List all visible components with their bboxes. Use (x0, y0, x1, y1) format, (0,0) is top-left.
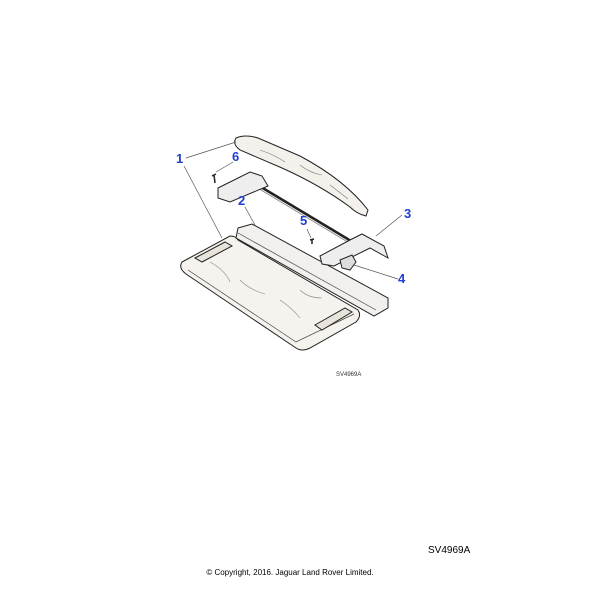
leader-line-5 (306, 228, 312, 239)
leader-line-2 (244, 206, 256, 226)
leader-lines (183, 141, 403, 280)
leader-line-6 (215, 161, 234, 173)
screw-5 (309, 238, 315, 244)
callout-3: 3 (404, 206, 412, 221)
top-wood-trim (234, 135, 369, 217)
footer-reference: SV4969A (428, 545, 471, 556)
lid-hinge-mounts (193, 241, 353, 331)
illustration-ref: SV4969A (336, 372, 362, 378)
clip (339, 254, 357, 271)
copyright-notice: © Copyright, 2016. Jaguar Land Rover Lim… (206, 568, 374, 577)
leader-line-4 (353, 264, 399, 280)
leader-line-1a (185, 141, 237, 159)
callout-4: 4 (398, 271, 406, 286)
hinge-strip-edge (237, 232, 377, 311)
callout-2: 2 (238, 193, 246, 208)
hinge-bracket-left (217, 171, 269, 203)
hinge-bracket-right (319, 233, 389, 267)
screw-6 (211, 173, 217, 184)
wood-grain-marks (259, 149, 349, 200)
callout-6: 6 (232, 149, 240, 164)
leader-line-3 (375, 214, 403, 237)
callout-1: 1 (176, 151, 184, 166)
hinge-bar (255, 182, 357, 246)
lid-panel-edge (187, 269, 355, 343)
callout-5: 5 (300, 213, 308, 228)
hinge-strip (235, 223, 389, 317)
lid-wood-grain-marks (209, 261, 323, 319)
leader-line-1b (183, 165, 223, 239)
hinge-bar-shadow (255, 186, 357, 248)
